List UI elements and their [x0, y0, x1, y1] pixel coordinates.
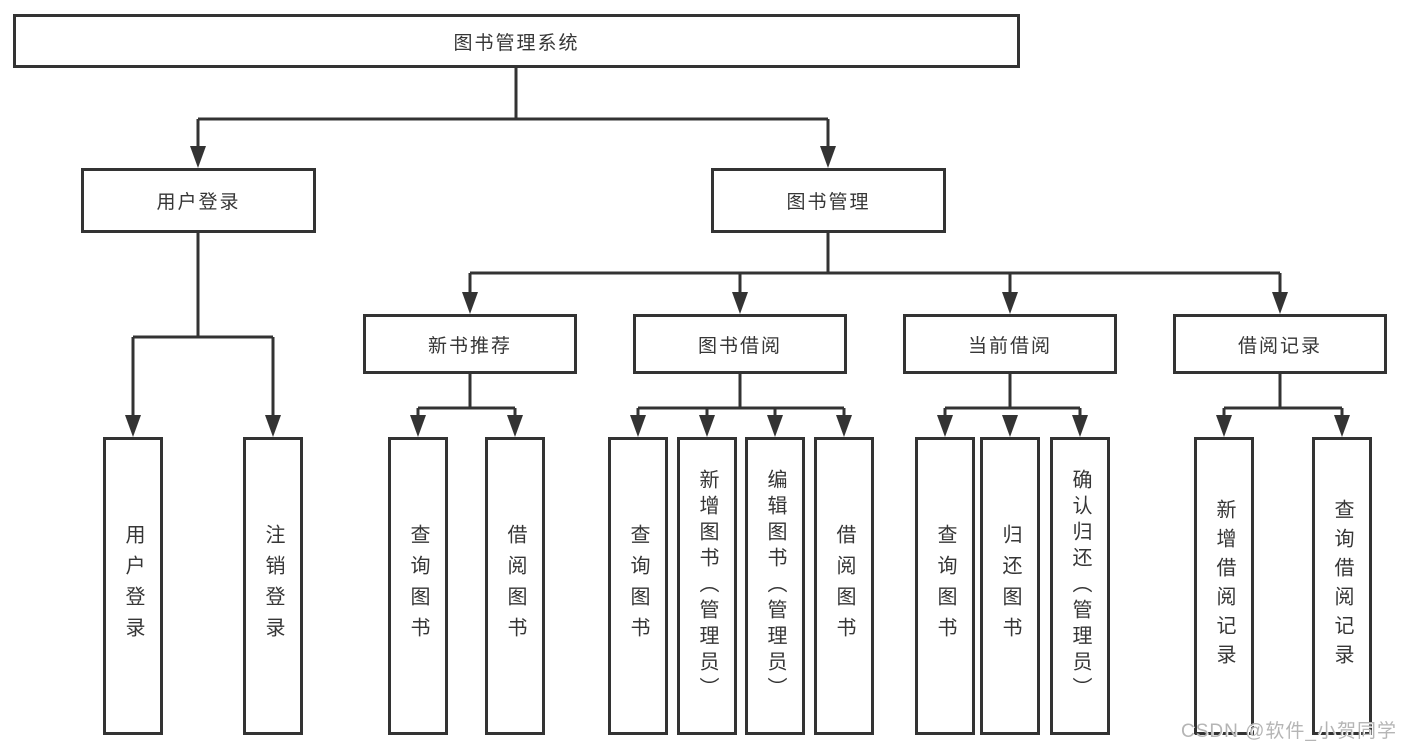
- node-user-login-label: 用户登录: [156, 192, 241, 213]
- node-book-management: 图书管理: [711, 168, 946, 233]
- leaf-add-book-admin: 新增图书（管理员）: [677, 437, 737, 735]
- leaf-add-book-admin-label: 新增图书（管理员）: [696, 469, 718, 703]
- leaf-borrow-books-borrow-label: 借阅图书: [833, 524, 855, 648]
- leaf-query-books-borrow: 查询图书: [608, 437, 668, 735]
- node-new-book-recommend: 新书推荐: [363, 314, 577, 374]
- node-book-management-label: 图书管理: [786, 192, 871, 213]
- node-borrow-records: 借阅记录: [1173, 314, 1387, 374]
- node-current-borrow-label: 当前借阅: [967, 335, 1052, 357]
- node-borrow-records-label: 借阅记录: [1237, 335, 1322, 357]
- node-new-book-recommend-label: 新书推荐: [427, 335, 512, 357]
- leaf-borrow-books-recommend-label: 借阅图书: [504, 524, 526, 648]
- node-user-login: 用户登录: [81, 168, 316, 233]
- leaf-add-borrow-record-label: 新增借阅记录: [1213, 499, 1235, 673]
- leaf-confirm-return-admin: 确认归还（管理员）: [1050, 437, 1110, 735]
- node-book-borrow-label: 图书借阅: [697, 335, 782, 357]
- leaf-logout: 注销登录: [243, 437, 303, 735]
- watermark-text: CSDN @软件_小贺同学: [1181, 721, 1397, 742]
- leaf-user-login-label: 用户登录: [122, 524, 144, 648]
- leaf-add-borrow-record: 新增借阅记录: [1194, 437, 1254, 735]
- leaf-query-books-recommend: 查询图书: [388, 437, 448, 735]
- leaf-query-books-current: 查询图书: [915, 437, 975, 735]
- leaf-return-book-label: 归还图书: [999, 524, 1021, 648]
- leaf-return-book: 归还图书: [980, 437, 1040, 735]
- leaf-query-books-recommend-label: 查询图书: [407, 524, 429, 648]
- node-root: 图书管理系统: [13, 14, 1020, 68]
- leaf-query-books-current-label: 查询图书: [934, 524, 956, 648]
- leaf-logout-label: 注销登录: [262, 524, 284, 648]
- node-book-borrow: 图书借阅: [633, 314, 847, 374]
- leaf-borrow-books-borrow: 借阅图书: [814, 437, 874, 735]
- leaf-user-login: 用户登录: [103, 437, 163, 735]
- node-root-label: 图书管理系统: [453, 32, 580, 54]
- leaf-confirm-return-admin-label: 确认归还（管理员）: [1069, 469, 1091, 703]
- leaf-borrow-books-recommend: 借阅图书: [485, 437, 545, 735]
- leaf-query-borrow-record: 查询借阅记录: [1312, 437, 1372, 735]
- leaf-query-borrow-record-label: 查询借阅记录: [1331, 499, 1353, 673]
- leaf-edit-book-admin: 编辑图书（管理员）: [745, 437, 805, 735]
- leaf-edit-book-admin-label: 编辑图书（管理员）: [764, 469, 786, 703]
- leaf-query-books-borrow-label: 查询图书: [627, 524, 649, 648]
- node-current-borrow: 当前借阅: [903, 314, 1117, 374]
